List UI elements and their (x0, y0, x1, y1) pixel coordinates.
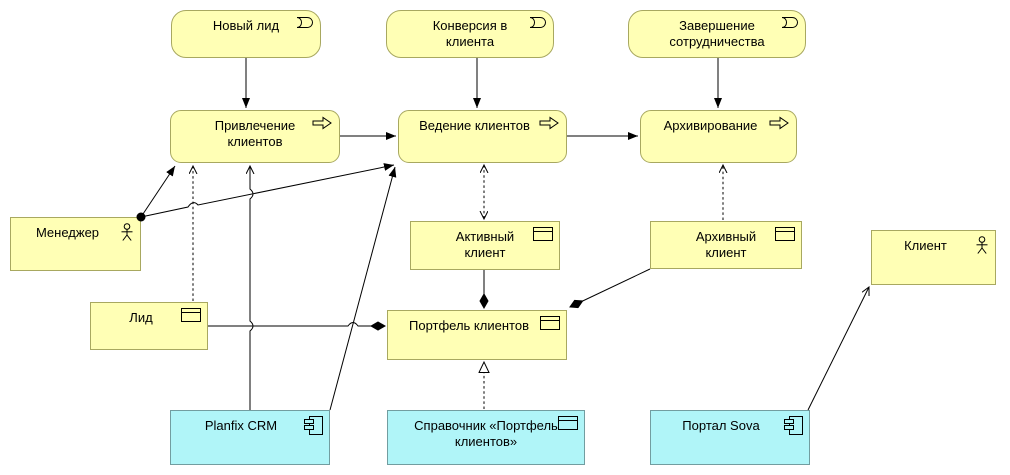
component-icon (784, 416, 803, 435)
node-application-component-planfix-crm[interactable]: Planfix CRM (170, 410, 330, 465)
node-label: Справочник «Портфель клиентов» (414, 418, 558, 450)
relationship-serving-planfix-to-attract[interactable] (250, 166, 253, 410)
relationship-assignment-planfix-to-manage[interactable] (329, 166, 397, 411)
business-object-icon (533, 227, 553, 241)
relationship-assignment-manager-to-attract[interactable] (140, 165, 176, 218)
node-business-event-termination[interactable]: Завершение сотрудничества (628, 10, 806, 58)
node-business-process-archive[interactable]: Архивирование (640, 110, 797, 163)
business-event-icon (779, 16, 799, 29)
relationship-composition-archived-client-to-portfolio[interactable] (570, 268, 651, 307)
business-event-icon (294, 16, 314, 29)
business-event-icon (527, 16, 547, 29)
node-business-actor-client[interactable]: Клиент (871, 230, 996, 285)
node-application-component-portal-sova[interactable]: Портал Sova (650, 410, 810, 465)
node-application-data-object-portfolio-directory[interactable]: Справочник «Портфель клиентов» (387, 410, 585, 465)
actor-icon (120, 223, 134, 242)
node-label: Активный клиент (455, 229, 515, 261)
node-business-process-manage[interactable]: Ведение клиентов (398, 110, 567, 163)
node-label: Архивирование (663, 118, 758, 133)
data-object-icon (558, 416, 578, 430)
node-business-event-conversion[interactable]: Конверсия в клиента (386, 10, 554, 58)
node-business-object-archived-client[interactable]: Архивный клиент (650, 221, 802, 269)
node-label: Менеджер (35, 225, 100, 240)
node-label: Ведение клиентов (419, 118, 530, 133)
node-business-object-active-client[interactable]: Активный клиент (410, 221, 560, 270)
node-label: Planfix CRM (204, 418, 278, 433)
actor-icon (975, 236, 989, 255)
business-object-icon (181, 308, 201, 322)
business-object-icon (775, 227, 795, 241)
business-object-icon (540, 316, 560, 330)
node-business-actor-manager[interactable]: Менеджер (10, 217, 141, 271)
node-label: Завершение сотрудничества (669, 18, 765, 50)
node-business-event-new-lead[interactable]: Новый лид (171, 10, 321, 58)
node-label: Привлечение клиентов (214, 118, 296, 150)
component-icon (304, 416, 323, 435)
node-label: Архивный клиент (695, 229, 757, 261)
node-label: Новый лид (212, 18, 280, 33)
node-label: Конверсия в клиента (432, 18, 508, 50)
node-label: Лид (129, 310, 153, 325)
business-process-icon (312, 116, 333, 130)
relationship-composition-lead-to-portfolio[interactable] (208, 323, 385, 327)
node-label: Клиент (904, 238, 947, 253)
node-label: Портфель клиентов (409, 318, 529, 333)
business-process-icon (539, 116, 560, 130)
node-business-object-lead[interactable]: Лид (90, 302, 208, 350)
node-business-object-portfolio[interactable]: Портфель клиентов (387, 310, 567, 360)
node-label: Портал Sova (682, 418, 760, 433)
node-business-process-attract[interactable]: Привлечение клиентов (170, 110, 340, 163)
relationship-assignment-manager-to-manage[interactable] (140, 163, 395, 218)
business-process-icon (769, 116, 790, 130)
relationship-serving-portal-to-client[interactable] (807, 287, 869, 411)
